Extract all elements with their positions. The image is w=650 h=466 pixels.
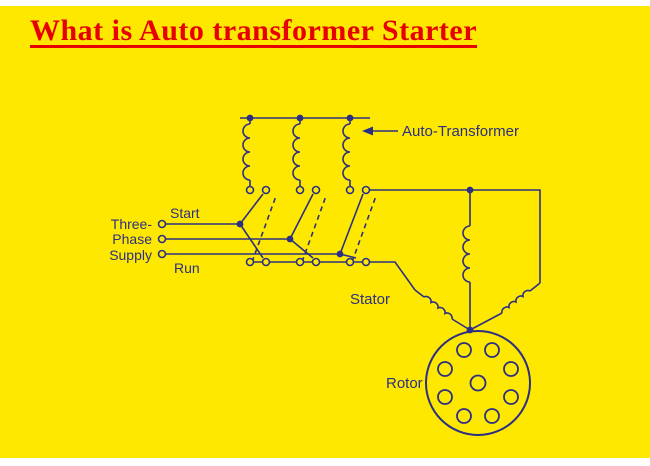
linkage-line — [301, 195, 327, 263]
run-blade — [239, 223, 264, 259]
coil-top-stubs — [249, 118, 351, 124]
run-contact — [311, 257, 321, 267]
autotransformer-pointer — [362, 126, 398, 136]
label-supply: Supply — [109, 247, 152, 263]
autotransformer-coil-3 — [342, 123, 351, 181]
rotor-bar — [437, 361, 453, 377]
run-blade — [289, 238, 314, 259]
start-contact — [311, 185, 321, 195]
rotor-shaft-circle — [469, 374, 487, 392]
stator-left-lead-2 — [451, 318, 471, 331]
switch-blades — [239, 193, 377, 263]
label-stator: Stator — [350, 291, 390, 308]
start-contact — [245, 185, 255, 195]
rotor-bar — [503, 389, 519, 405]
upper-feed-line — [370, 189, 541, 283]
stator-right-lead — [529, 282, 541, 292]
stator-left-lead — [414, 289, 425, 298]
diagram-labels: Auto-Transformer Three- Phase Supply Sta… — [109, 123, 519, 392]
run-bus — [250, 261, 416, 291]
coil-bottom-stubs — [249, 180, 351, 187]
autotransformer-coil-2 — [292, 123, 301, 181]
linkage-dashed-lines — [251, 195, 377, 263]
rotor-bar — [456, 342, 472, 358]
supply-section — [157, 219, 344, 259]
start-blade — [339, 193, 364, 255]
start-contact-row — [245, 185, 371, 195]
rotor-bar — [503, 361, 519, 377]
rotor-body-circle — [425, 330, 531, 436]
diagram-canvas: What is Auto transformer Starter — [0, 6, 650, 458]
rotor-bar — [484, 342, 500, 358]
rotor-bar — [484, 408, 500, 424]
start-blade — [289, 193, 314, 240]
rotor-bar — [437, 389, 453, 405]
supply-terminal — [157, 249, 167, 259]
linkage-line — [251, 195, 277, 263]
stator-feed-wiring — [370, 186, 541, 283]
stator-right-lead-2 — [469, 312, 503, 331]
linkage-line — [351, 195, 377, 263]
label-phase: Phase — [112, 231, 152, 247]
autotransformer-section — [240, 114, 370, 187]
supply-terminal — [157, 219, 167, 229]
rotor-section — [425, 330, 531, 436]
start-contact — [345, 185, 355, 195]
stator-section — [414, 225, 541, 334]
start-blade — [239, 193, 264, 225]
label-start: Start — [170, 205, 200, 221]
autotransformer-coil-1 — [242, 123, 251, 181]
run-contact — [295, 257, 305, 267]
run-contact — [261, 257, 271, 267]
run-contact — [345, 257, 355, 267]
supply-terminal — [157, 234, 167, 244]
stator-winding-left — [423, 295, 453, 320]
page-title: What is Auto transformer Starter — [30, 14, 478, 47]
start-contact — [261, 185, 271, 195]
start-contact — [295, 185, 305, 195]
stator-winding-right — [501, 289, 531, 314]
start-contact — [361, 185, 371, 195]
label-rotor: Rotor — [386, 375, 423, 392]
label-run: Run — [174, 260, 200, 276]
arrow-head-icon — [362, 126, 373, 136]
label-auto-transformer: Auto-Transformer — [402, 123, 519, 140]
label-three: Three- — [111, 216, 153, 232]
rotor-bar — [456, 408, 472, 424]
run-contact — [245, 257, 255, 267]
circuit-diagram: Auto-Transformer Three- Phase Supply Sta… — [109, 114, 541, 436]
run-contact — [361, 257, 371, 267]
stator-winding-vertical — [462, 225, 471, 283]
run-contact-row — [245, 257, 416, 291]
